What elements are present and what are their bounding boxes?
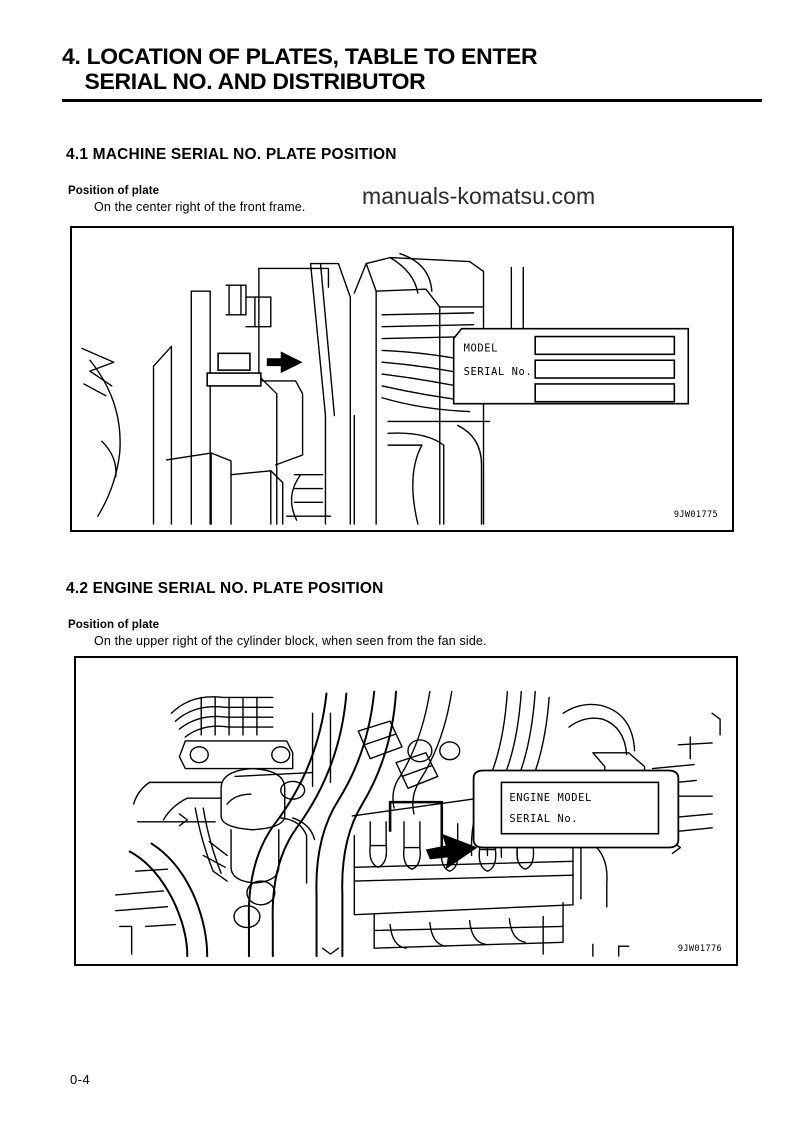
figure-code-4-1: 9JW01775 [673, 510, 718, 520]
serial-plate-illustration: MODEL SERIAL No. [452, 327, 690, 405]
plate-field-serial-no: SERIAL No. [464, 366, 533, 378]
serial-plate-illustration: ENGINE MODEL SERIAL No. [472, 769, 680, 849]
page-title-line-2: SERIAL NO. AND DISTRIBUTOR [84, 69, 426, 94]
figure-machine-serial-plate: MODEL SERIAL No. 9JW01775 [70, 226, 734, 532]
title-underline [62, 99, 762, 102]
page-title-line-1: 4. LOCATION OF PLATES, TABLE TO ENTER [62, 44, 538, 69]
plate-marker [388, 800, 478, 870]
position-label-4-1: Position of plate [68, 185, 160, 197]
machine-line-drawing: MODEL SERIAL No. [81, 252, 690, 525]
section-heading-4-1: 4.1 MACHINE SERIAL NO. PLATE POSITION [66, 146, 397, 163]
section-heading-4-2: 4.2 ENGINE SERIAL NO. PLATE POSITION [66, 580, 384, 597]
plate-field-engine-model: ENGINE MODEL [509, 792, 591, 804]
figure-engine-serial-plate: ENGINE MODEL SERIAL No. 9JW01776 [74, 656, 738, 966]
watermark: manuals-komatsu.com [362, 183, 596, 209]
position-text-4-1: On the center right of the front frame. [94, 200, 306, 214]
plate-field-model: MODEL [464, 342, 498, 354]
plate-field-serial-no: SERIAL No. [509, 813, 578, 825]
figure-code-4-2: 9JW01776 [677, 944, 722, 954]
page-number: 0-4 [70, 1072, 91, 1087]
engine-line-drawing: ENGINE MODEL SERIAL No. [115, 690, 721, 958]
position-text-4-2: On the upper right of the cylinder block… [94, 634, 487, 648]
position-label-4-2: Position of plate [68, 619, 160, 631]
page-title: 4. LOCATION OF PLATES, TABLE TO ENTER SE… [62, 44, 762, 102]
plate-marker [206, 351, 303, 387]
